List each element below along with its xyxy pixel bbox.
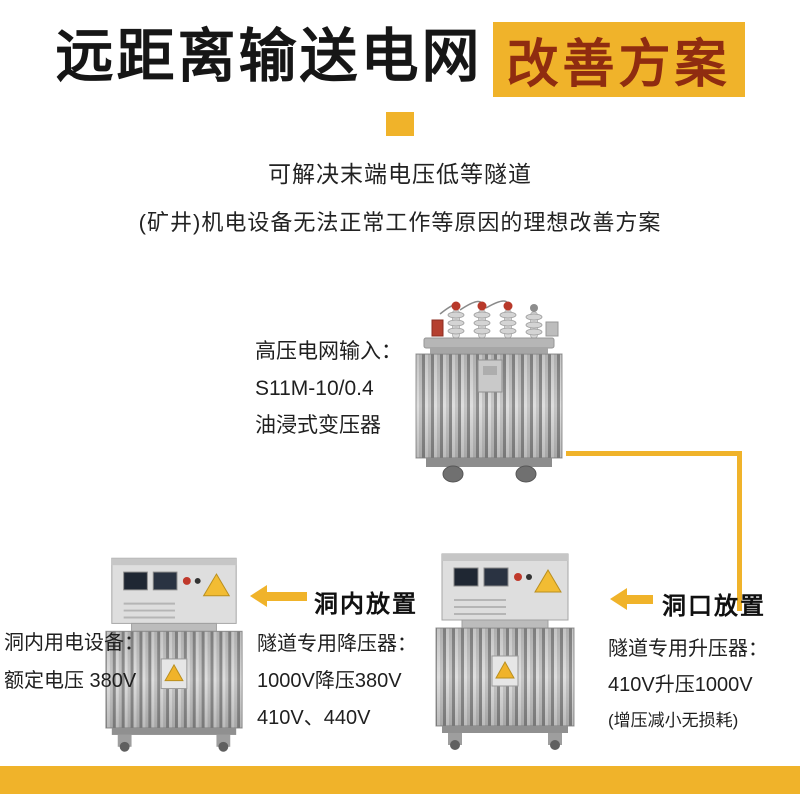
input-transformer-line3: 油浸式变压器 — [255, 414, 381, 437]
arrow-stem — [627, 594, 653, 604]
step-down-placement-title: 洞内放置 — [314, 591, 418, 618]
tunnel-device-label: 洞内用电设备： 额定电压 380V — [4, 624, 144, 700]
step-down-line1: 隧道专用降压器： — [257, 633, 417, 655]
flow-connector-vertical — [737, 451, 742, 611]
indoor-equipment-transformer-image — [98, 556, 250, 752]
subtitle-line-1: 可解决末端电压低等隧道 — [268, 161, 532, 187]
step-up-placement-title: 洞口放置 — [662, 593, 766, 620]
step-down-label: 隧道专用降压器： 1000V降压380V 410V、440V — [257, 626, 417, 737]
arrow-head-icon — [250, 585, 267, 607]
tunnel-device-line2: 额定电压 380V — [4, 670, 137, 692]
input-transformer-label: 高压电网输入： S11M-10/0.4 油浸式变压器 — [255, 333, 402, 444]
subtitle-line-2: (矿井)机电设备无法正常工作等原因的理想改善方案 — [138, 210, 662, 235]
arrow-stem — [267, 591, 307, 601]
bushings — [431, 300, 559, 339]
step-up-label: 隧道专用升压器： 410V升压1000V (增压减小无损耗) — [608, 631, 768, 739]
arrow-head-icon — [610, 588, 627, 610]
warning-sticker — [202, 573, 231, 597]
step-up-line3: (增压减小无损耗) — [608, 711, 739, 730]
input-transformer-line2: S11M-10/0.4 — [255, 377, 374, 400]
tunnel-device-line1: 洞内用电设备： — [4, 632, 144, 654]
flow-arrow-to-stepdown — [610, 588, 653, 610]
step-down-line2: 1000V降压380V — [257, 670, 402, 692]
input-transformer-line1: 高压电网输入： — [255, 340, 402, 363]
footer-accent-bar — [0, 766, 800, 794]
tunnel-regulator-transformer-image — [428, 552, 582, 750]
header: 远距离输送电网 改善方案 — [0, 22, 800, 97]
title-divider-block — [386, 112, 414, 136]
flow-connector-horizontal — [566, 451, 742, 456]
page-title: 远距离输送电网 — [55, 24, 483, 89]
step-up-line2: 410V升压1000V — [608, 674, 753, 696]
warning-sticker — [534, 569, 562, 593]
step-up-line1: 隧道专用升压器： — [608, 638, 768, 660]
oil-immersed-transformer-image — [398, 296, 580, 484]
flow-arrow-to-device — [250, 585, 307, 607]
step-down-line3: 410V、440V — [257, 707, 371, 729]
radiator-fins — [105, 630, 243, 729]
page-title-highlight: 改善方案 — [492, 22, 745, 97]
